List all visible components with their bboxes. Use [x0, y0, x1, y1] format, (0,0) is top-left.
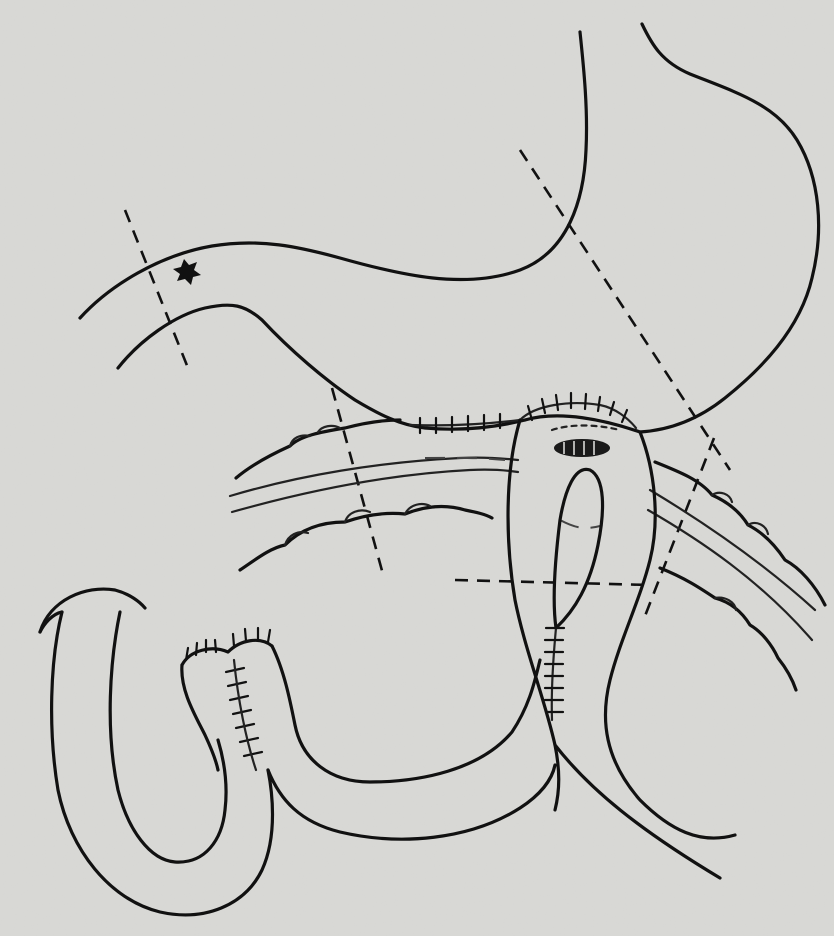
anastomosis-stoma [554, 439, 610, 457]
